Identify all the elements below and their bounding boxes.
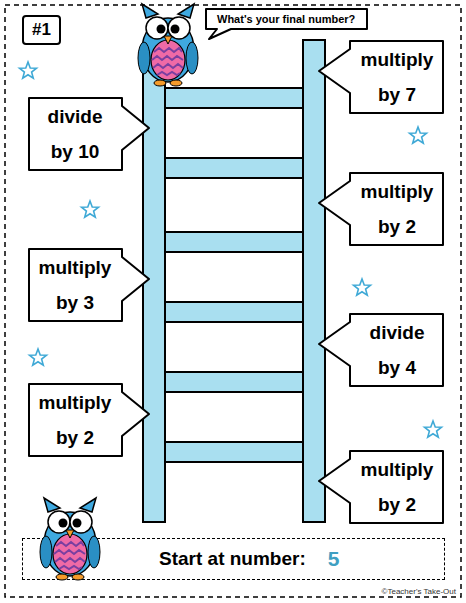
operation-callout: multiply by 2	[318, 450, 444, 524]
callout-shape	[319, 173, 443, 245]
callout-shape	[29, 384, 149, 456]
operation-callout: multiply by 2	[318, 172, 444, 246]
start-label: Start at number:	[159, 548, 306, 570]
operation-text: divide by 10	[36, 99, 114, 169]
callout-shape	[206, 9, 367, 39]
copyright-note: ©Teacher's Take-Out	[382, 587, 456, 596]
callout-shape	[319, 41, 443, 113]
callout-shape	[319, 451, 443, 523]
callout-text-box: divide by 10	[28, 97, 122, 171]
start-box: Start at number: 5	[22, 538, 445, 580]
speech-bubble: What's your final number?	[205, 8, 368, 30]
operation-text: divide by 4	[358, 315, 436, 385]
callout-text-box: multiply by 7	[350, 40, 444, 114]
operation-text: multiply by 2	[36, 385, 114, 455]
callout-text-box: multiply by 2	[350, 450, 444, 524]
number-badge: #1	[22, 15, 61, 45]
callout-shape	[29, 98, 149, 170]
operation-callout: divide by 10	[28, 97, 150, 171]
operation-text: multiply by 7	[358, 42, 436, 112]
callout-shape	[319, 314, 443, 386]
start-number: 5	[328, 547, 340, 571]
badge-text: #1	[32, 20, 51, 39]
callout-text-box: multiply by 2	[350, 172, 444, 246]
operation-callout: multiply by 3	[28, 248, 150, 322]
callout-text-box: multiply by 2	[28, 383, 122, 457]
operation-text: multiply by 3	[36, 250, 114, 320]
callout-text-box: divide by 4	[350, 313, 444, 387]
bubble-text: What's your final number?	[217, 13, 355, 25]
callout-text-box: multiply by 3	[28, 248, 122, 322]
callout-shape	[29, 249, 149, 321]
operation-callout: multiply by 2	[28, 383, 150, 457]
operation-text: multiply by 2	[358, 174, 436, 244]
operation-callout: multiply by 7	[318, 40, 444, 114]
operation-callout: divide by 4	[318, 313, 444, 387]
operation-text: multiply by 2	[358, 452, 436, 522]
